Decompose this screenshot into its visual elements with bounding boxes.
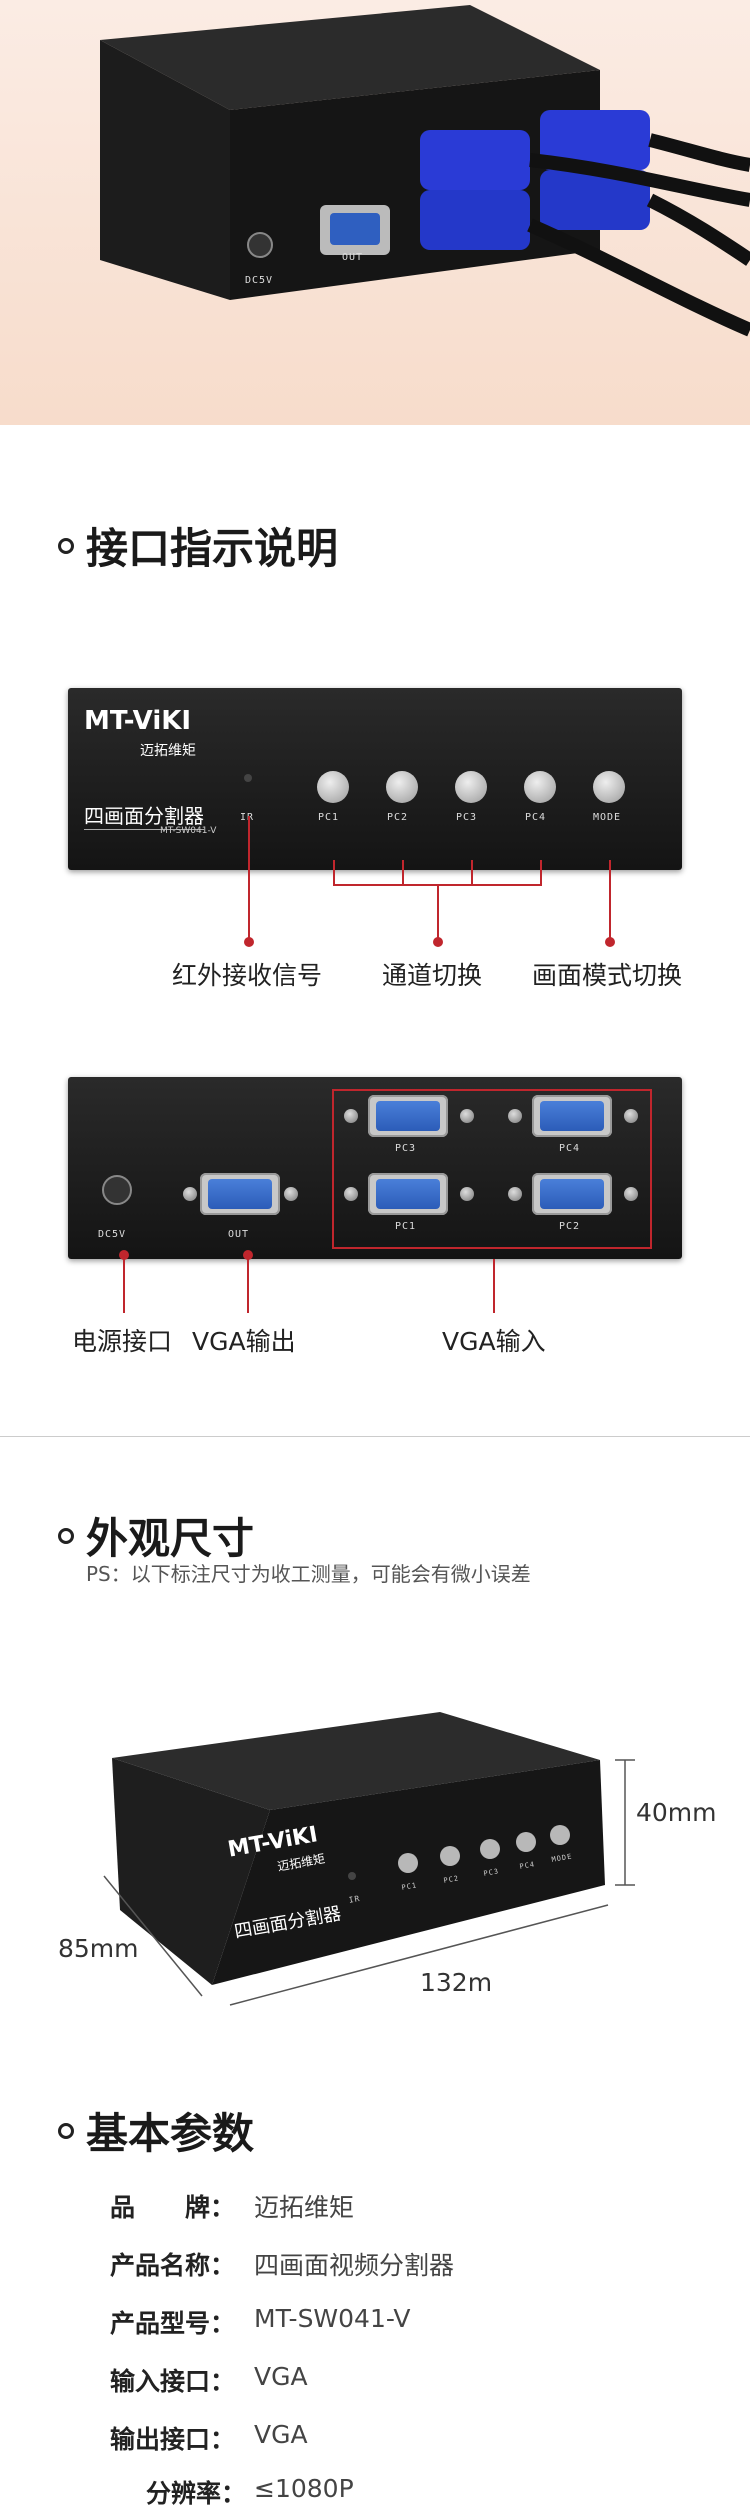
port-label-pc2: PC2 bbox=[559, 1221, 581, 1232]
port-label-pc3: PC3 bbox=[395, 1143, 417, 1154]
dimension-device-drawing bbox=[103, 1712, 635, 2006]
specs-title-text: 基本参数 bbox=[86, 2109, 255, 2158]
pc4-callout-line bbox=[540, 860, 542, 885]
bullet-ring-icon bbox=[58, 2122, 74, 2139]
spec-value: VGA bbox=[254, 2420, 308, 2449]
spec-row-model: 产品型号： MT-SW041-V bbox=[110, 2304, 411, 2340]
channel-callout-dot bbox=[433, 937, 443, 947]
interface-title-text: 接口指示说明 bbox=[86, 524, 339, 573]
pc1-screw-right bbox=[460, 1187, 474, 1201]
dim-depth-label: 85mm bbox=[58, 1934, 139, 1963]
back-out-label: OUT bbox=[228, 1229, 250, 1240]
callout-power-port: 电源接口 bbox=[72, 1327, 173, 1356]
front-brand-logo: MT-ViKI bbox=[84, 706, 192, 736]
pc2-callout-line bbox=[402, 860, 404, 885]
spec-key: 产品名称： bbox=[110, 2251, 236, 2280]
spec-row-input: 输入接口： VGA bbox=[110, 2362, 308, 2398]
spec-value: ≤1080P bbox=[254, 2474, 354, 2503]
pc2-screw-left bbox=[508, 1187, 522, 1201]
pc1-callout-line bbox=[333, 860, 335, 885]
channel-callout-line bbox=[437, 884, 439, 941]
pc2-screw-right bbox=[624, 1187, 638, 1201]
callout-ir-signal: 红外接收信号 bbox=[172, 961, 323, 990]
pc1-screw-left bbox=[344, 1187, 358, 1201]
mode-callout-dot bbox=[605, 937, 615, 947]
out-callout-line bbox=[247, 1255, 249, 1313]
spec-key: 品 牌： bbox=[110, 2193, 236, 2222]
section-divider bbox=[0, 1436, 750, 1437]
mode-button[interactable] bbox=[593, 771, 625, 803]
pc3-button[interactable] bbox=[455, 771, 487, 803]
out-screw-left bbox=[183, 1187, 197, 1201]
callout-mode-switch: 画面模式切换 bbox=[532, 961, 683, 990]
pc4-screw-left bbox=[508, 1109, 522, 1123]
input-callout-line bbox=[493, 1259, 495, 1313]
callout-vga-input: VGA输入 bbox=[442, 1327, 546, 1356]
spec-key: 输入接口： bbox=[110, 2367, 236, 2396]
front-ir-label: IR bbox=[240, 812, 254, 823]
power-jack bbox=[102, 1175, 132, 1205]
spec-value: 四画面视频分割器 bbox=[254, 2251, 455, 2280]
pc1-button[interactable] bbox=[317, 771, 349, 803]
pc4-button[interactable] bbox=[524, 771, 556, 803]
hero-out-label: OUT bbox=[342, 252, 364, 263]
spec-key: 产品型号： bbox=[110, 2309, 236, 2338]
pc2-button[interactable] bbox=[386, 771, 418, 803]
dim-height-label: 40mm bbox=[636, 1798, 717, 1827]
back-power-label: DC5V bbox=[98, 1229, 127, 1240]
spec-key: 输出接口： bbox=[110, 2425, 236, 2454]
specs-section-title: 基本参数 bbox=[58, 2100, 254, 2161]
pc3-callout-line bbox=[471, 860, 473, 885]
dim-width-label: 132m bbox=[420, 1968, 493, 1997]
power-callout-line bbox=[123, 1255, 125, 1313]
spec-value: MT-SW041-V bbox=[254, 2304, 411, 2333]
callout-channel-switch: 通道切换 bbox=[382, 961, 483, 990]
hero-device-illustration bbox=[100, 5, 750, 337]
btn-label-pc2: PC2 bbox=[387, 812, 409, 823]
spec-row-output: 输出接口： VGA bbox=[110, 2420, 308, 2456]
spec-row-resolution: 分辨率： ≤1080P bbox=[110, 2474, 354, 2510]
vga-in-pc2-port bbox=[532, 1173, 612, 1215]
front-model: MT-SW041-V bbox=[160, 826, 217, 836]
vga-in-pc3-port bbox=[368, 1095, 448, 1137]
pc4-screw-right bbox=[624, 1109, 638, 1123]
spec-value: 迈拓维矩 bbox=[254, 2193, 355, 2222]
port-label-pc1: PC1 bbox=[395, 1221, 417, 1232]
front-brand-sub: 迈拓维矩 bbox=[140, 743, 196, 759]
back-panel: DC5V OUT PC3 PC4 PC1 PC2 bbox=[68, 1077, 682, 1259]
vga-out-port bbox=[200, 1173, 280, 1215]
spec-row-brand: 品 牌： 迈拓维矩 bbox=[110, 2188, 354, 2224]
vga-in-pc4-port bbox=[532, 1095, 612, 1137]
pc3-screw-left bbox=[344, 1109, 358, 1123]
vga-in-pc1-port bbox=[368, 1173, 448, 1215]
btn-label-pc1: PC1 bbox=[318, 812, 340, 823]
hero-product-photo: OUT DC5V bbox=[0, 0, 750, 425]
front-product-name: 四画面分割器 bbox=[84, 800, 204, 830]
callout-vga-output: VGA输出 bbox=[192, 1327, 296, 1356]
interface-section-title: 接口指示说明 bbox=[58, 515, 338, 576]
ir-callout-line bbox=[248, 816, 250, 941]
ir-sensor bbox=[244, 774, 252, 782]
hero-power-label: DC5V bbox=[245, 275, 274, 286]
bullet-ring-icon bbox=[58, 1527, 74, 1544]
spec-row-product-name: 产品名称： 四画面视频分割器 bbox=[110, 2246, 454, 2282]
bullet-ring-icon bbox=[58, 537, 74, 554]
ir-callout-dot bbox=[244, 937, 254, 947]
port-label-pc4: PC4 bbox=[559, 1143, 581, 1154]
vga-input-frame bbox=[332, 1089, 652, 1249]
pc3-screw-right bbox=[460, 1109, 474, 1123]
dimensions-note: PS：以下标注尺寸为收工测量，可能会有微小误差 bbox=[86, 1562, 531, 1586]
mode-callout-line bbox=[609, 860, 611, 941]
spec-key: 分辨率： bbox=[145, 2479, 246, 2508]
btn-label-pc4: PC4 bbox=[525, 812, 547, 823]
dimensions-section-title: 外观尺寸 bbox=[58, 1505, 254, 1566]
btn-label-pc3: PC3 bbox=[456, 812, 478, 823]
out-screw-right bbox=[284, 1187, 298, 1201]
btn-label-mode: MODE bbox=[593, 812, 622, 823]
front-panel: MT-ViKI 迈拓维矩 四画面分割器 MT-SW041-V IR PC1 PC… bbox=[68, 688, 682, 870]
spec-value: VGA bbox=[254, 2362, 308, 2391]
dimensions-title-text: 外观尺寸 bbox=[86, 1514, 255, 1563]
